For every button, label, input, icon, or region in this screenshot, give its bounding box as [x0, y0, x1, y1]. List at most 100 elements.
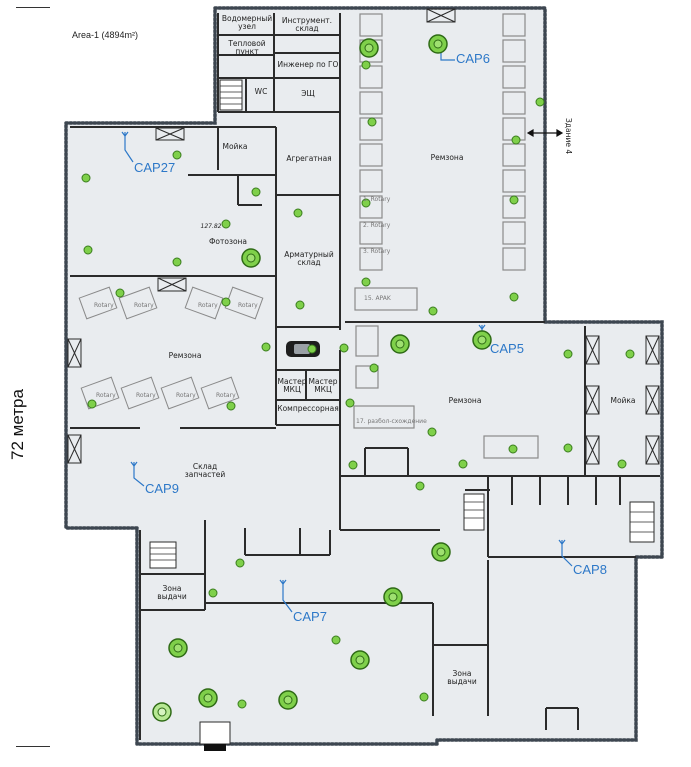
sensor-icon: [307, 344, 317, 354]
room-wc: WC: [254, 87, 268, 96]
rotary-label: Rotary: [134, 302, 154, 309]
sensor-icon: [361, 277, 371, 287]
sensor-ring-icon: [198, 688, 218, 708]
sensor-icon: [237, 699, 247, 709]
sensor-icon: [458, 459, 468, 469]
sensor-ring-icon: [241, 248, 261, 268]
lift-label: 15. APAK: [364, 295, 391, 302]
sensor-icon: [172, 150, 182, 160]
room-sklad: Склад запчастей: [184, 462, 226, 479]
entrance-marker: [199, 721, 231, 751]
building-4-label: Здание 4: [564, 118, 573, 155]
sensor-icon: [367, 117, 377, 127]
sensor-icon: [295, 300, 305, 310]
sensor-ring-icon: [278, 690, 298, 710]
access-point-cap27[interactable]: CAP27: [134, 160, 176, 175]
stair-treads: [150, 85, 654, 561]
lift-label: 2. Rotary: [363, 222, 391, 229]
sensor-icon: [172, 257, 182, 267]
sensor-ring-icon: [152, 702, 172, 722]
room-remzona-top: Ремзона: [430, 153, 464, 162]
room-vodomer: Водомерный узел: [221, 14, 273, 31]
rotary-label: Rotary: [238, 302, 258, 309]
sensor-icon: [563, 349, 573, 359]
sensor-icon: [221, 297, 231, 307]
sensor-icon: [361, 198, 371, 208]
room-remzona-left: Ремзона: [168, 351, 202, 360]
room-teplovoy: Тепловой пункт: [228, 39, 266, 56]
room-master-1: Мастер МКЦ: [277, 377, 307, 394]
access-point-cap7[interactable]: CAP7: [293, 609, 327, 624]
access-point-cap9[interactable]: CAP9: [145, 481, 179, 496]
sensor-icon: [87, 399, 97, 409]
rotary-lifts: [78, 286, 264, 410]
room-number: 127.82: [200, 223, 222, 230]
sensor-icon: [511, 135, 521, 145]
sensor-icon: [331, 635, 341, 645]
sensor-icon: [563, 443, 573, 453]
sensor-icon: [208, 588, 218, 598]
room-zona-2: Зона выдачи: [447, 669, 477, 686]
rotary-label: Rotary: [176, 392, 196, 399]
lift-label: 3. Rotary: [363, 248, 391, 255]
sensor-ring-icon: [383, 587, 403, 607]
scale-bar-top: [16, 7, 50, 8]
room-moyka-left: Мойка: [222, 142, 248, 151]
sensor-icon: [508, 444, 518, 454]
access-point-cap8[interactable]: CAP8: [573, 562, 607, 577]
sensor-rings: [152, 34, 492, 722]
sensor-icon: [348, 460, 358, 470]
sensor-icon: [293, 208, 303, 218]
room-remzona-mid: Ремзона: [448, 396, 482, 405]
room-inzhener: Инженер по ГО: [277, 60, 339, 69]
sensor-dots: [81, 60, 635, 709]
sensor-icon: [81, 173, 91, 183]
height-label: 72 метра: [8, 389, 27, 460]
sensor-icon: [251, 187, 261, 197]
room-fotozona: Фотозона: [208, 237, 248, 246]
sensor-ring-icon: [359, 38, 379, 58]
sensor-icon: [419, 692, 429, 702]
rotary-label: Rotary: [216, 392, 236, 399]
sensor-icon: [617, 459, 627, 469]
access-point-cap6[interactable]: CAP6: [456, 51, 490, 66]
sensor-icon: [221, 219, 231, 229]
rotary-label: Rotary: [136, 392, 156, 399]
building-4-arrow: [526, 128, 564, 138]
room-armatur: Арматурный склад: [284, 250, 334, 267]
sensor-icon: [509, 195, 519, 205]
interior-walls: [70, 13, 660, 740]
sensor-icon: [361, 60, 371, 70]
sensor-icon: [625, 349, 635, 359]
scale-bar-bottom: [16, 746, 50, 747]
rotary-label: Rotary: [96, 392, 116, 399]
sensor-icon: [509, 292, 519, 302]
room-agregat: Агрегатная: [286, 154, 332, 163]
rotary-label: Rotary: [198, 302, 218, 309]
lift-label: 1. Rotary: [363, 196, 391, 203]
sensor-icon: [339, 343, 349, 353]
area-label: Area-1 (4894m²): [72, 30, 139, 40]
sensor-ring-icon: [428, 34, 448, 54]
sensor-icon: [235, 558, 245, 568]
sensor-icon: [115, 288, 125, 298]
room-compressor: Компрессорная: [277, 404, 339, 413]
sensor-ring-icon: [350, 650, 370, 670]
sensor-icon: [427, 427, 437, 437]
building-outline: [64, 6, 664, 746]
room-zona-1: Зона выдачи: [157, 584, 187, 601]
sensor-ring-icon: [431, 542, 451, 562]
sensor-ring-icon: [472, 330, 492, 350]
sensor-icon: [428, 306, 438, 316]
sensor-icon: [345, 398, 355, 408]
door-crosses: [67, 8, 660, 465]
access-point-cap5[interactable]: CAP5: [490, 341, 524, 356]
sensor-icon: [535, 97, 545, 107]
rotary-label: Rotary: [94, 302, 114, 309]
sensor-icon: [261, 342, 271, 352]
sensor-ring-icon: [168, 638, 188, 658]
sensor-icon: [226, 401, 236, 411]
sensor-icon: [415, 481, 425, 491]
room-instrument: Инструмент. склад: [281, 16, 333, 33]
